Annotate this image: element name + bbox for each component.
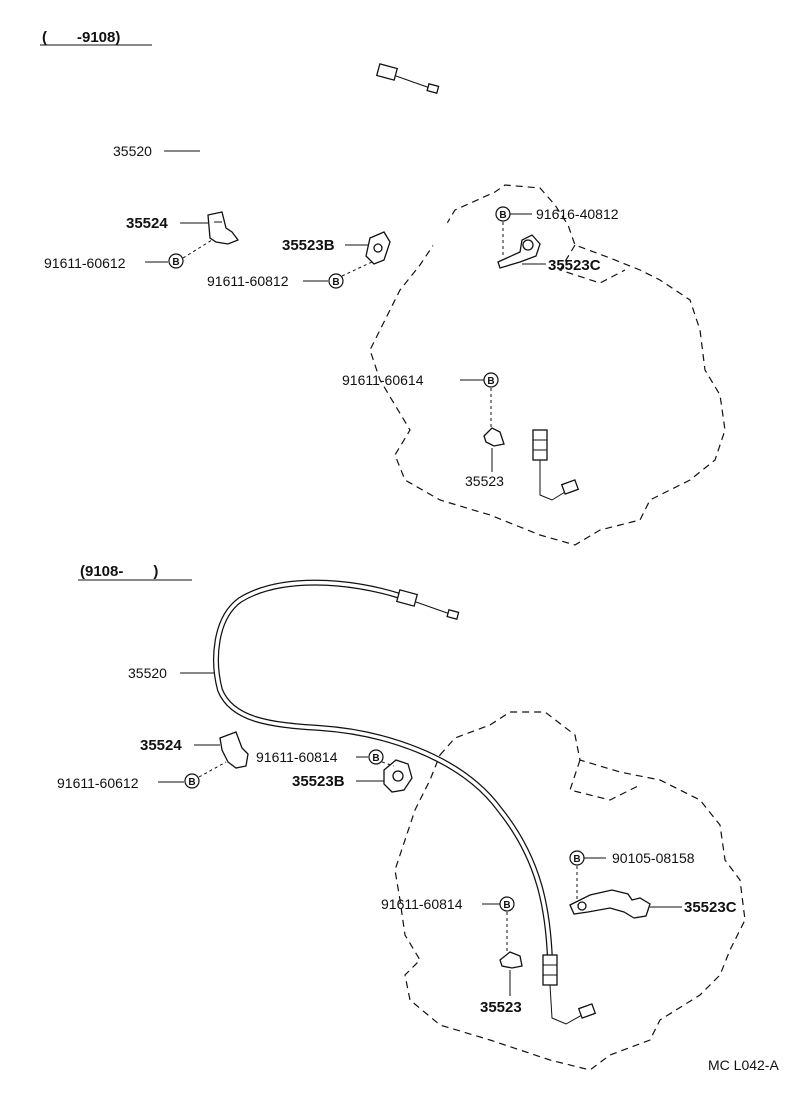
bolt-icon: B	[499, 896, 515, 912]
cable-35520-top	[197, 58, 580, 501]
bolt-icon: B	[368, 749, 384, 765]
clamp-35523b-top	[365, 231, 391, 265]
svg-text:B: B	[573, 854, 580, 865]
bolt-icon: B	[168, 253, 184, 269]
label-clamp-c-top: 35523C	[548, 257, 601, 274]
label-bolt-c-bottom: 90105-08158	[612, 850, 695, 866]
label-bolt-clamp-b-bottom: 91611-60814	[256, 749, 338, 765]
bracket-35524-top	[207, 211, 240, 245]
label-bolt-bottom-top: 91611-60614	[342, 372, 424, 388]
bolt-icon: B	[569, 850, 585, 866]
range-label-bottom: (9108- )	[80, 563, 158, 580]
bolt-icon: B	[328, 273, 344, 289]
label-cable-top: 35520	[113, 143, 152, 159]
bolt-icon: B	[184, 773, 200, 789]
clamp-35523c-bottom	[569, 889, 651, 919]
label-bracket-left-top: 35524	[126, 215, 168, 232]
bolt-icon: B	[495, 206, 511, 222]
clamp-35523c-top	[497, 234, 541, 269]
section-top: ( -9108)	[40, 29, 726, 546]
svg-text:B: B	[188, 777, 195, 788]
label-bolt-bottom-bottom: 91611-60814	[381, 896, 463, 912]
label-clamp-b-bottom: 35523B	[292, 773, 345, 790]
clamp-35523b-bottom	[383, 759, 413, 793]
transmission-outline-top	[369, 184, 726, 546]
label-bolt-left-bottom: 91611-60612	[57, 775, 139, 791]
svg-text:B: B	[499, 210, 506, 221]
clamp-35523-bottom	[499, 951, 523, 969]
label-clamp-b-top: 35523B	[282, 237, 335, 254]
section-bottom: (9108- )	[57, 563, 746, 1071]
bracket-35524-bottom	[219, 731, 249, 769]
svg-text:B: B	[172, 257, 179, 268]
svg-text:B: B	[503, 900, 510, 911]
label-bolt-left-top: 91611-60612	[44, 255, 126, 271]
label-clamp-bottom-bottom: 35523	[480, 999, 522, 1016]
label-clamp-bottom-top: 35523	[465, 473, 504, 489]
range-label-top: ( -9108)	[42, 29, 120, 46]
clamp-35523-top	[483, 427, 505, 447]
transmission-outline-bottom	[394, 711, 746, 1071]
label-cable-bottom: 35520	[128, 665, 167, 681]
label-bracket-left-bottom: 35524	[140, 737, 182, 754]
svg-text:B: B	[372, 753, 379, 764]
svg-text:B: B	[332, 277, 339, 288]
cable-35520-bottom	[213, 579, 597, 1025]
diagram-code: MC L042-A	[708, 1057, 779, 1073]
label-bolt-c-top: 91616-40812	[536, 206, 619, 222]
bolt-icon: B	[483, 372, 499, 388]
label-clamp-c-bottom: 35523C	[684, 899, 737, 916]
svg-text:B: B	[487, 376, 494, 387]
label-bolt-clamp-b-top: 91611-60812	[207, 273, 289, 289]
